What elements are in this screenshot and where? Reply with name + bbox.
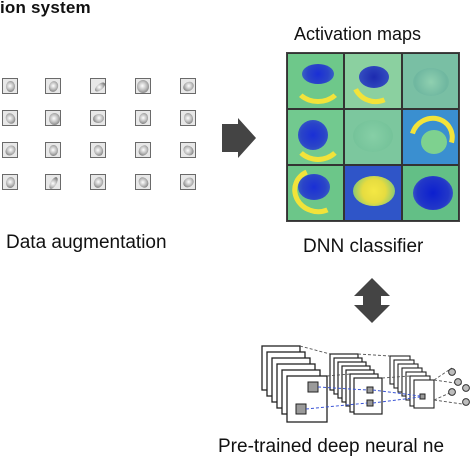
double-vertical-arrow-icon	[354, 278, 390, 323]
aug-thumb	[2, 142, 18, 158]
aug-thumb	[180, 110, 196, 126]
feature-map-stack-1	[261, 345, 328, 423]
output-nodes	[448, 368, 470, 406]
aug-thumb	[45, 110, 61, 126]
aug-thumb	[90, 110, 106, 126]
aug-thumb	[45, 142, 61, 158]
aug-thumb	[45, 174, 61, 190]
diagram-title: ion system	[0, 0, 91, 17]
aug-thumb	[45, 78, 61, 94]
aug-thumb	[135, 142, 151, 158]
aug-thumb	[180, 174, 196, 190]
feature-patch	[419, 393, 426, 400]
aug-thumb	[90, 174, 106, 190]
feature-map-stack-2	[329, 353, 383, 415]
aug-thumb	[2, 110, 18, 126]
activation-map-tile	[401, 165, 459, 221]
feature-patch	[366, 386, 374, 394]
feature-patch	[307, 381, 319, 393]
aug-thumb	[135, 110, 151, 126]
augmentation-thumbnails	[0, 78, 215, 206]
aug-thumb	[180, 142, 196, 158]
activation-map-tile	[344, 165, 402, 221]
feature-patch	[295, 403, 307, 415]
feature-map-stack-3	[389, 355, 435, 409]
aug-thumb	[135, 174, 151, 190]
aug-thumb	[180, 78, 196, 94]
activation-map-tile	[287, 165, 345, 221]
activation-map-tile	[401, 109, 459, 165]
activation-maps-grid	[286, 52, 460, 222]
feature-patch	[366, 399, 374, 407]
pretrained-network-label: Pre-trained deep neural ne	[218, 436, 445, 457]
blue-dashed-links	[305, 386, 421, 410]
activation-maps-label: Activation maps	[294, 24, 422, 44]
dnn-classifier-label: DNN classifier	[303, 236, 424, 257]
aug-thumb	[2, 78, 18, 94]
activation-map-tile	[401, 53, 459, 109]
aug-thumb	[90, 78, 106, 94]
activation-map-tile	[344, 109, 402, 165]
aug-thumb	[90, 142, 106, 158]
aug-thumb	[2, 174, 18, 190]
activation-map-tile	[287, 109, 345, 165]
aug-thumb	[135, 78, 151, 94]
activation-map-tile	[287, 53, 345, 109]
arrow-right-icon	[222, 118, 256, 158]
activation-map-tile	[344, 53, 402, 109]
data-augmentation-label: Data augmentation	[6, 232, 167, 253]
